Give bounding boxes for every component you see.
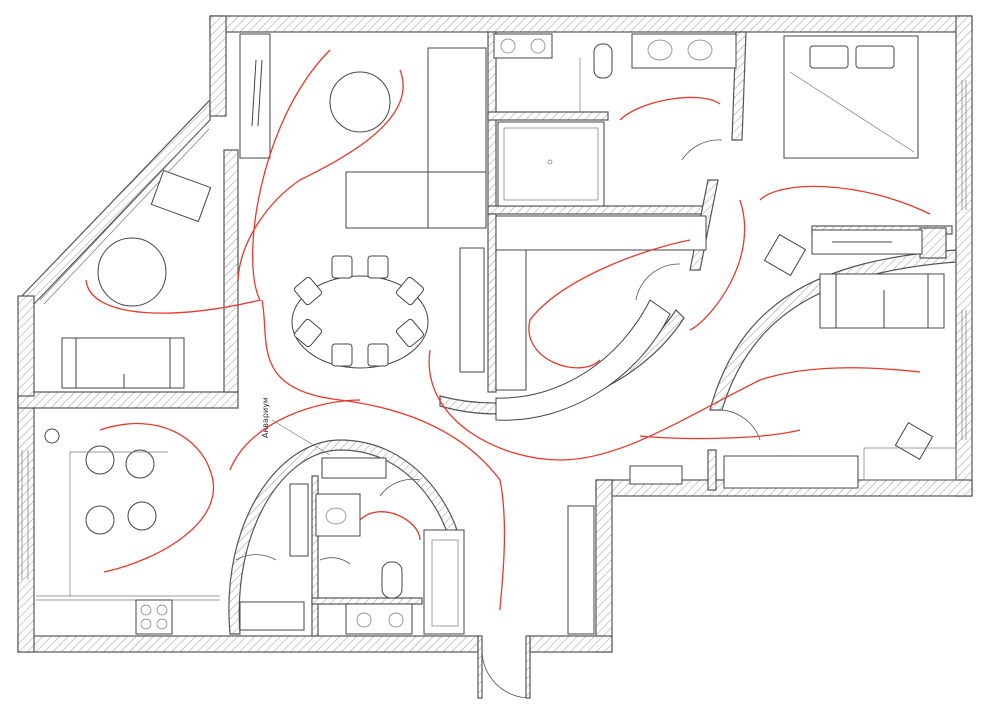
aquarium-label: Аквариум xyxy=(261,397,270,438)
outer-walls xyxy=(16,15,973,699)
round-table xyxy=(329,71,391,133)
wardrobes xyxy=(459,215,859,489)
bedroom-furniture xyxy=(763,35,923,277)
aquarium xyxy=(321,457,387,479)
windows xyxy=(21,80,967,580)
hall-shelf xyxy=(629,465,683,485)
curved-sofa xyxy=(495,299,671,421)
tv-cabinet xyxy=(239,33,271,159)
corner-sofa xyxy=(345,47,487,229)
lower-bathroom xyxy=(239,483,465,635)
hall-cabinet xyxy=(567,505,595,635)
dining-set xyxy=(291,255,429,369)
aquarium-leader-line xyxy=(271,419,331,456)
top-bathroom xyxy=(493,33,737,207)
movement-flow-lines xyxy=(85,49,931,611)
right-room-sofa xyxy=(819,273,957,481)
left-room-furniture xyxy=(61,169,212,389)
doors xyxy=(235,139,761,699)
kitchen xyxy=(36,428,220,635)
